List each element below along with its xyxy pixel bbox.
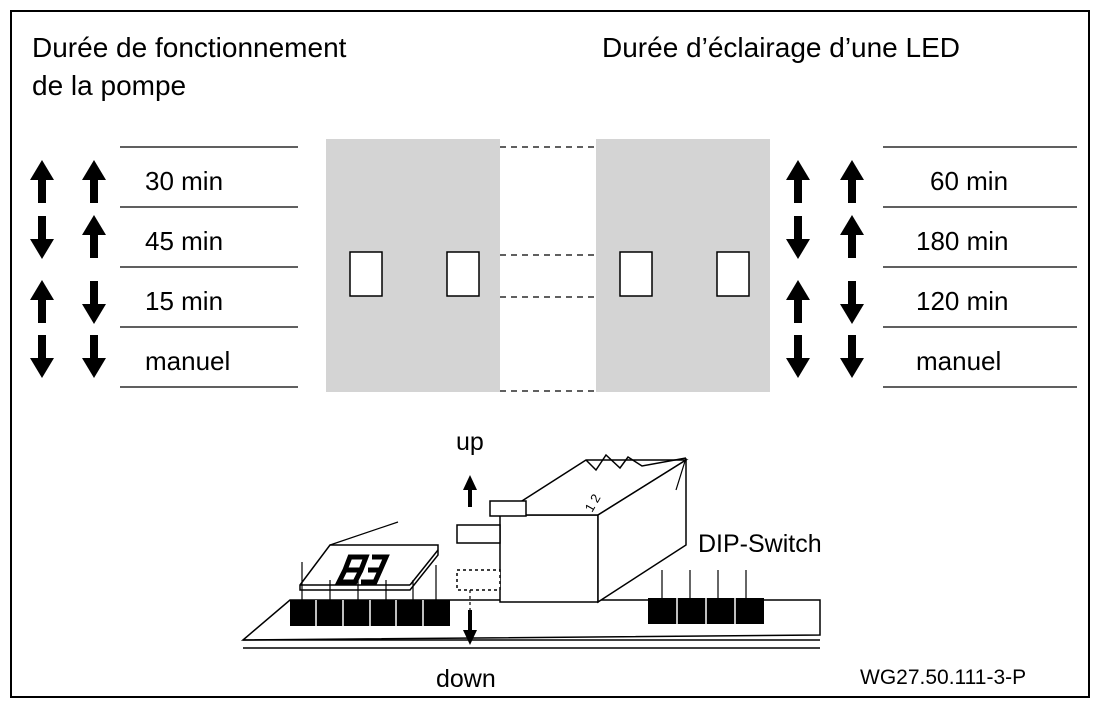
- led-arrow-down-icon: [840, 281, 864, 324]
- down-label: down: [436, 665, 496, 693]
- led-option-60min: 60 min: [930, 166, 1009, 196]
- pump-option-manual: manuel: [145, 346, 231, 376]
- led-option-180min: 180 min: [916, 226, 1009, 256]
- pump-option-45min: 45 min: [145, 226, 224, 256]
- dip-switch-body: [497, 453, 689, 604]
- led-option-120min: 120 min: [916, 286, 1009, 316]
- led-arrow-down-icon: [840, 335, 864, 378]
- left-table-lines: [120, 146, 298, 388]
- seven-segment-display: [299, 521, 439, 591]
- up-label: up: [456, 428, 484, 456]
- led-option-manual: manuel: [916, 346, 1002, 376]
- switch-2: [446, 251, 480, 297]
- up-arrow-icon: [463, 475, 477, 507]
- dip-switch-label: DIP-Switch: [698, 530, 822, 558]
- led-arrow-up-icon: [786, 160, 810, 203]
- seven-segment-digits: [334, 554, 390, 585]
- pump-duration-title-line2: de la pompe: [32, 70, 187, 101]
- right-pin-header: [648, 570, 764, 624]
- dip-switch-levers: [456, 500, 527, 591]
- pump-arrow-down-icon: [82, 335, 106, 378]
- pump-option-15min: 15 min: [145, 286, 224, 316]
- led-arrow-up-icon: [840, 215, 864, 258]
- pump-arrow-up-icon: [30, 160, 54, 203]
- left-pin-header: [290, 600, 450, 626]
- led-arrow-up-icon: [840, 160, 864, 203]
- pump-arrow-down-icon: [30, 335, 54, 378]
- led-arrow-up-icon: [786, 280, 810, 323]
- pump-arrow-up-icon: [82, 215, 106, 258]
- figure-id: WG27.50.111-3-P: [860, 666, 1027, 689]
- switch-7: [619, 251, 653, 297]
- pump-arrow-down-icon: [82, 281, 106, 324]
- led-arrow-down-icon: [786, 216, 810, 259]
- pump-arrow-up-icon: [82, 160, 106, 203]
- pump-duration-title-line1: Durée de fonctionnement: [32, 32, 347, 63]
- switch-8: [716, 251, 750, 297]
- pump-arrow-down-icon: [30, 216, 54, 259]
- pump-arrow-up-icon: [30, 280, 54, 323]
- pump-arrow-group: [30, 160, 106, 378]
- switch-1: [349, 251, 383, 297]
- display-pins: [301, 562, 437, 600]
- dashed-connectors: [500, 146, 596, 392]
- led-duration-title: Durée d’éclairage d’une LED: [602, 32, 960, 63]
- pump-option-30min: 30 min: [145, 166, 224, 196]
- led-arrow-group: [786, 160, 864, 378]
- down-arrow-icon: [463, 590, 477, 645]
- led-arrow-down-icon: [786, 335, 810, 378]
- right-table-lines: [883, 146, 1077, 388]
